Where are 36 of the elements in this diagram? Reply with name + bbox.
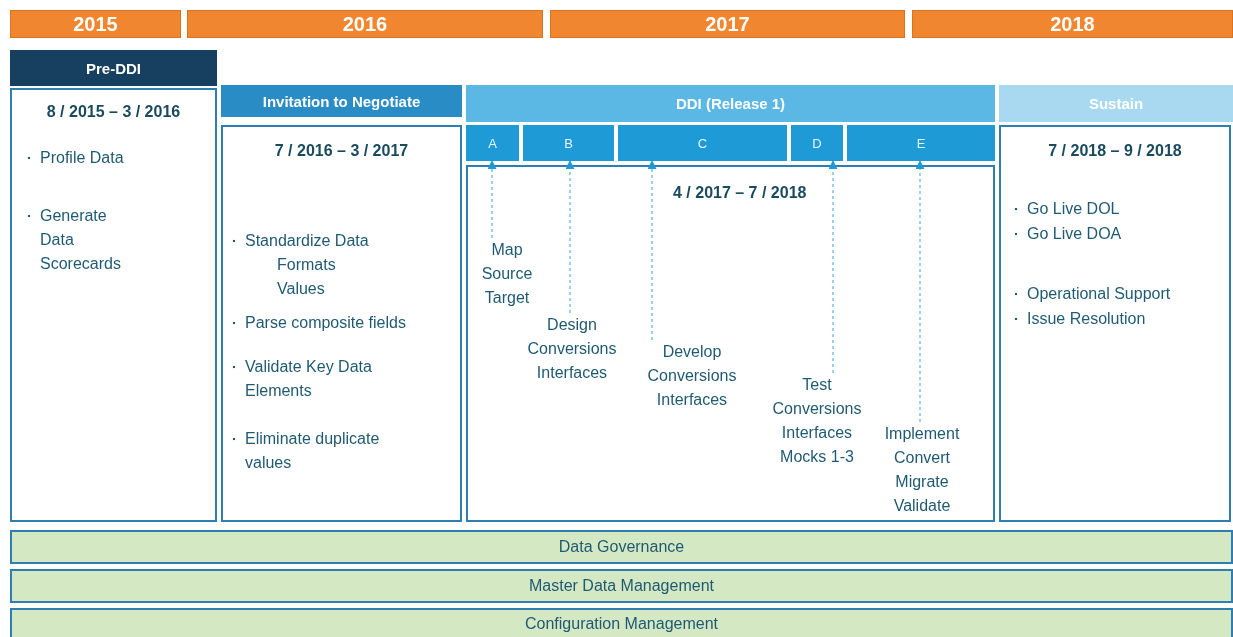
phase-panel (466, 165, 995, 522)
task-label: Test Conversions Interfaces Mocks 1-3 (762, 373, 872, 469)
dashed-arrow (828, 160, 838, 374)
year-bar: 2015 (10, 10, 181, 38)
phase-header: Sustain (999, 85, 1233, 122)
phase-panel (10, 88, 217, 522)
task-label: Implement Convert Migrate Validate (877, 422, 967, 518)
phase-header: Invitation to Negotiate (221, 85, 462, 117)
year-bar: 2018 (912, 10, 1233, 38)
dashed-arrow (915, 160, 925, 423)
step-tab: B (523, 125, 614, 161)
dashed-arrow (487, 160, 497, 239)
dashed-arrow (647, 160, 657, 341)
phase-header: DDI (Release 1) (466, 85, 995, 122)
task-label: Design Conversions Interfaces (522, 313, 622, 385)
phase-panel (221, 125, 462, 522)
year-bar: 2017 (550, 10, 905, 38)
swimlane-band: Data Governance (10, 530, 1233, 564)
task-item: Values (277, 279, 325, 299)
phase-header: Pre-DDI (10, 50, 217, 86)
task-label: Develop Conversions Interfaces (642, 340, 742, 412)
step-tab: E (847, 125, 995, 161)
step-tab: C (618, 125, 787, 161)
swimlane-band: Master Data Management (10, 569, 1233, 603)
step-tab: D (791, 125, 843, 161)
task-label: Map Source Target (472, 238, 542, 310)
date-range: 7 / 2018 – 9 / 2018 (1047, 141, 1183, 161)
step-tab: A (466, 125, 519, 161)
date-range: 4 / 2017 – 7 / 2018 (673, 183, 808, 203)
swimlane-band: Configuration Management (10, 608, 1233, 637)
dashed-arrow (565, 160, 575, 314)
date-range: 7 / 2016 – 3 / 2017 (273, 141, 410, 161)
phase-panel (999, 125, 1231, 522)
date-range: 8 / 2015 – 3 / 2016 (45, 102, 182, 122)
year-bar: 2016 (187, 10, 543, 38)
task-item: Formats (277, 255, 336, 275)
